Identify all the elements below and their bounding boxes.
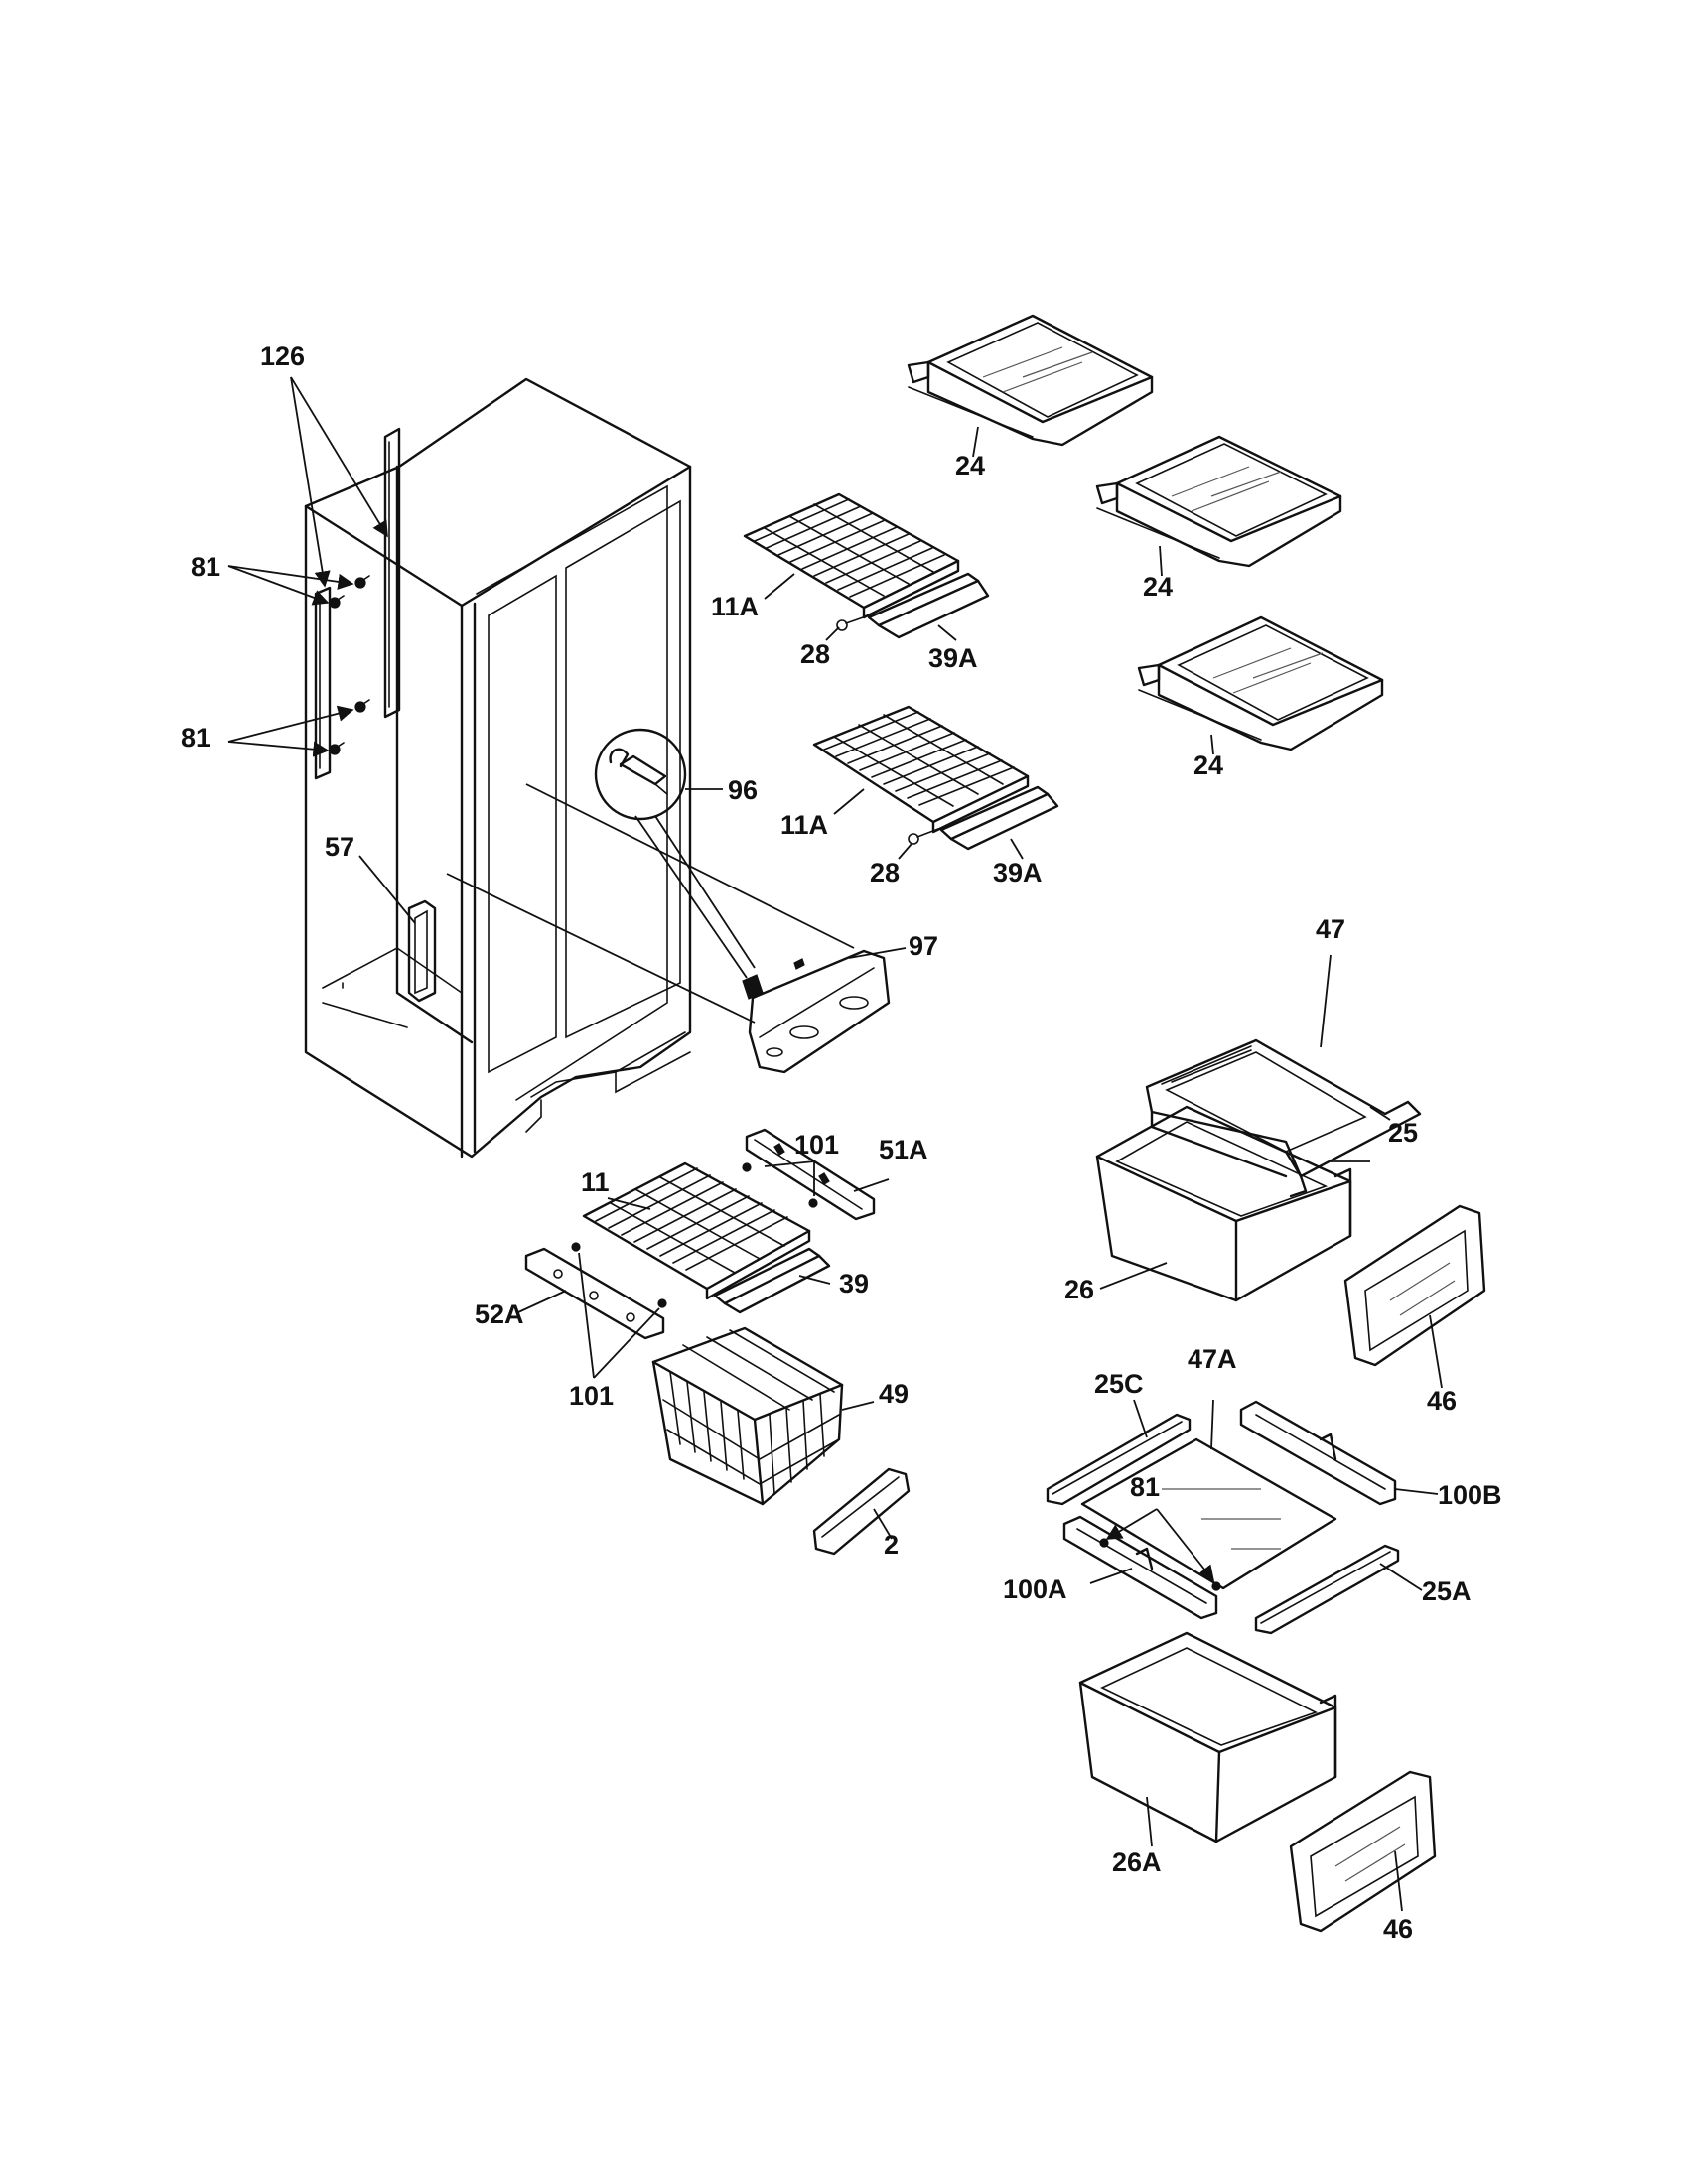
callout-26: 26 — [1064, 1275, 1094, 1304]
door-hinge-126 — [314, 427, 401, 780]
callout-24-a: 24 — [955, 451, 985, 480]
screw-81-lower — [1099, 1538, 1221, 1591]
callout-49: 49 — [879, 1379, 909, 1409]
drawer-front-46-bottom — [1289, 1770, 1437, 1933]
trim-39 — [713, 1247, 831, 1314]
callout-96: 96 — [728, 775, 758, 805]
door-handle-57 — [407, 899, 437, 1003]
callout-101-bottom: 101 — [569, 1381, 614, 1411]
trim-25C — [1046, 1413, 1192, 1506]
callout-39A-bottom: 39A — [993, 858, 1043, 887]
drawer-front-46-top — [1343, 1204, 1486, 1367]
callout-2: 2 — [884, 1530, 899, 1560]
screw-81-group — [329, 575, 370, 755]
callout-39A-top: 39A — [928, 643, 978, 673]
glass-shelf-24-a — [907, 314, 1154, 447]
rail-100B — [1239, 1400, 1397, 1506]
callout-100B: 100B — [1438, 1480, 1502, 1510]
screw-28-bottom — [908, 828, 939, 845]
callout-11A-top: 11A — [711, 592, 759, 621]
rail-52A — [524, 1247, 665, 1340]
callout-28-top: 28 — [800, 639, 830, 669]
glass-panel-47A — [1080, 1437, 1337, 1590]
callout-126: 126 — [260, 341, 305, 371]
callout-51A: 51A — [879, 1135, 928, 1164]
shelf-bracket-97 — [742, 949, 891, 1074]
basket-handle-2 — [812, 1467, 911, 1556]
wire-basket-49 — [651, 1326, 844, 1506]
callout-25: 25 — [1388, 1118, 1418, 1148]
glass-shelf-24-c — [1137, 615, 1384, 751]
callout-81-top: 81 — [191, 552, 220, 582]
leader-lines — [227, 376, 1443, 1912]
callout-39: 39 — [839, 1269, 869, 1298]
wire-shelf-11A-bottom — [812, 705, 1030, 834]
callout-47: 47 — [1316, 914, 1345, 944]
callout-101-top: 101 — [794, 1130, 839, 1160]
callout-52A: 52A — [475, 1299, 524, 1329]
callout-28-bottom: 28 — [870, 858, 900, 887]
callout-100A: 100A — [1003, 1574, 1067, 1604]
callout-46-top: 46 — [1427, 1386, 1457, 1416]
callout-labels: 126 81 81 57 96 97 11A 28 39A 11A 28 39A… — [181, 341, 1502, 1944]
screw-101-top — [742, 1162, 818, 1208]
crisper-drawer-26 — [1095, 1105, 1352, 1302]
callout-25C: 25C — [1094, 1369, 1144, 1399]
callout-11A-bottom: 11A — [780, 810, 828, 840]
wire-shelf-11 — [582, 1161, 811, 1300]
callout-81-lower: 81 — [1130, 1472, 1160, 1502]
callout-26A: 26A — [1112, 1847, 1162, 1877]
trim-39A-top — [867, 572, 990, 639]
glass-shelf-24-b — [1095, 435, 1342, 568]
callout-57: 57 — [325, 832, 354, 862]
wire-shelf-11A-top — [743, 492, 960, 619]
callout-97: 97 — [909, 931, 938, 961]
callout-47A: 47A — [1188, 1344, 1237, 1374]
trim-25A — [1254, 1544, 1400, 1635]
screw-28-top — [836, 614, 870, 631]
rail-51A — [745, 1128, 876, 1221]
crisper-drawer-26A — [1078, 1631, 1337, 1843]
callout-24-b: 24 — [1143, 572, 1173, 602]
callout-25A: 25A — [1422, 1576, 1472, 1606]
refrigerator-cabinet — [304, 377, 855, 1159]
crisper-cover-47 — [1145, 1038, 1422, 1198]
callout-11: 11 — [581, 1167, 610, 1197]
rail-100A — [1062, 1515, 1218, 1620]
screw-101-bottom — [571, 1242, 667, 1308]
cam-96-detail — [594, 728, 756, 979]
trim-39A-bottom — [939, 785, 1059, 851]
callout-81-mid: 81 — [181, 723, 210, 752]
callout-46-bottom: 46 — [1383, 1914, 1413, 1944]
callout-24-c: 24 — [1193, 751, 1223, 780]
